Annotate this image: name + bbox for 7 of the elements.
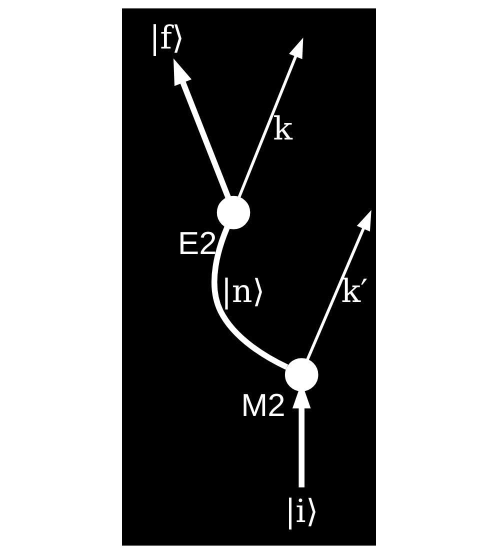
- edge-label: k′: [341, 272, 368, 310]
- edge-label: k: [273, 110, 292, 148]
- node-label: E2: [178, 224, 217, 261]
- node-label: M2: [241, 387, 286, 424]
- node-text: |f⟩: [149, 18, 184, 56]
- node-text: |i⟩: [284, 492, 318, 530]
- edge-label: |n⟩: [221, 272, 265, 310]
